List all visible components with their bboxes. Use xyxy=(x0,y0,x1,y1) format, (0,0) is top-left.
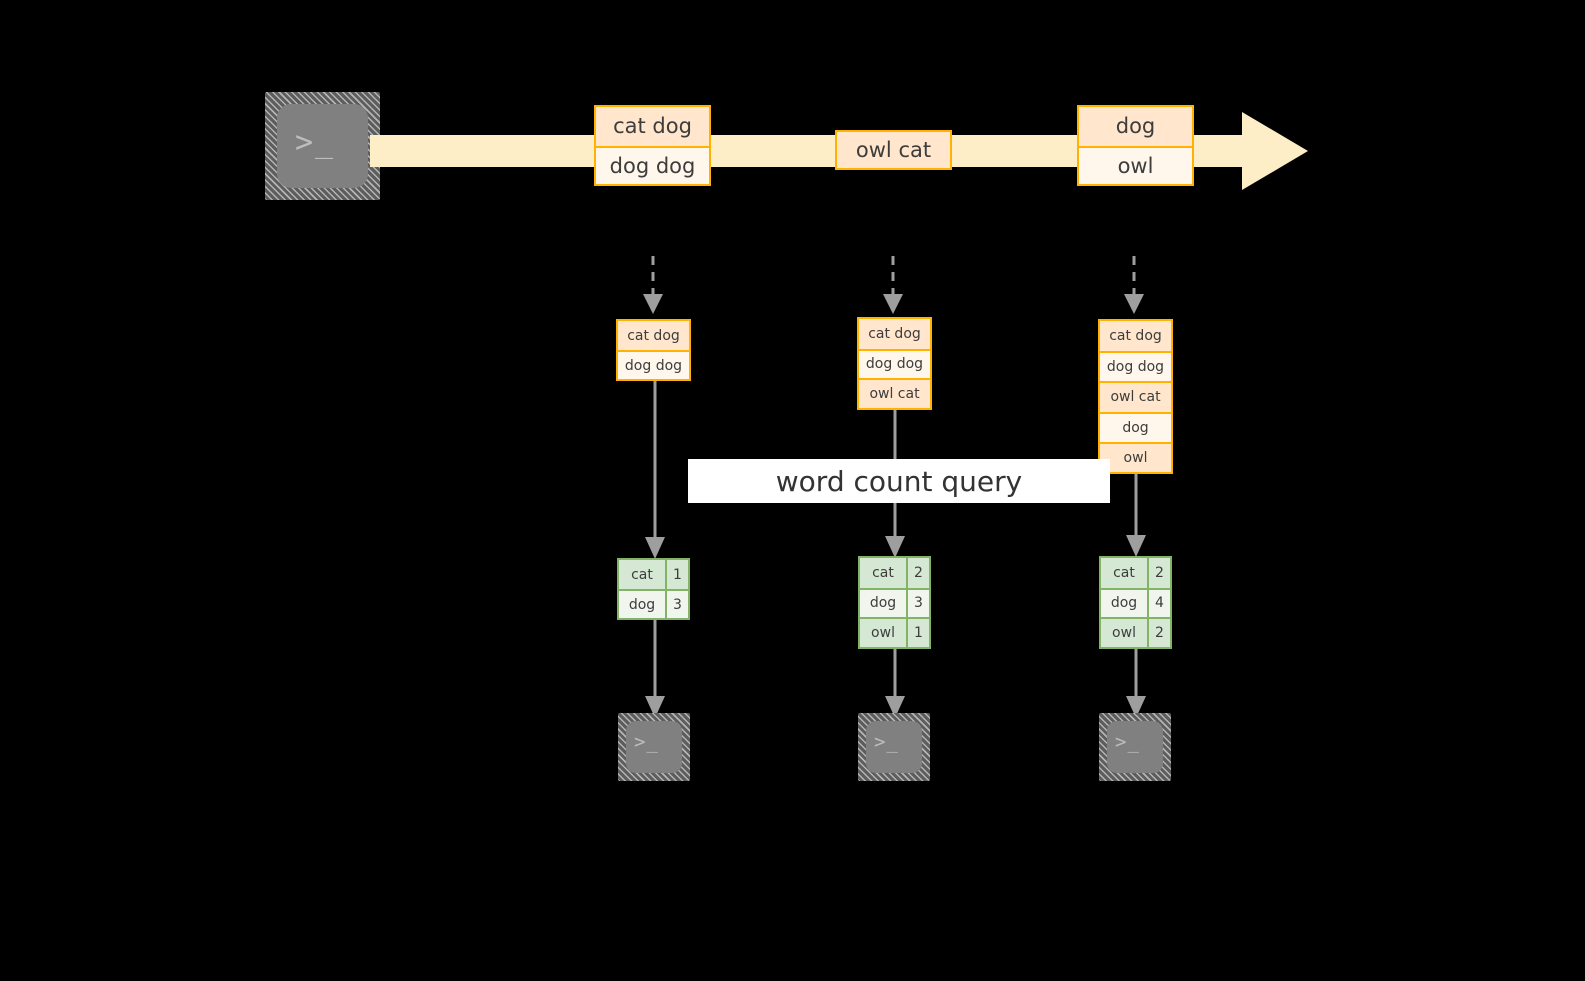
result-word-cell: cat xyxy=(860,558,908,588)
result-word-cell: owl xyxy=(1101,619,1149,647)
stream-event-line: dog xyxy=(1079,107,1192,146)
table-row: cat 2 xyxy=(1101,558,1170,588)
terminal-face xyxy=(277,104,368,188)
terminal-face xyxy=(626,721,682,773)
result-count-cell: 1 xyxy=(667,560,688,589)
result-count-cell: 2 xyxy=(908,558,929,588)
snapshot-1-result-table: cat 1 dog 3 xyxy=(617,558,690,620)
snapshot-3-inbound-dashed-arrow-icon xyxy=(1124,256,1144,314)
snapshot-1-sink-terminal-icon: >_ xyxy=(618,713,690,781)
buffer-line: cat dog xyxy=(1100,321,1171,352)
source-terminal-icon: >_ xyxy=(265,92,380,200)
result-word-cell: cat xyxy=(1101,558,1149,588)
terminal-prompt-glyph: >_ xyxy=(1115,731,1140,753)
buffer-line: dog dog xyxy=(859,348,930,379)
terminal-prompt-glyph: >_ xyxy=(295,125,336,160)
snapshot-1-inbound-dashed-arrow-icon xyxy=(643,256,663,314)
buffer-line: owl cat xyxy=(859,378,930,408)
table-row: cat 1 xyxy=(619,560,688,589)
snapshot-2-inbound-dashed-arrow-icon xyxy=(883,256,903,314)
result-word-cell: dog xyxy=(860,589,908,618)
terminal-face xyxy=(866,721,922,773)
result-count-cell: 1 xyxy=(908,619,929,647)
query-label: word count query xyxy=(688,459,1110,503)
result-count-cell: 4 xyxy=(1149,589,1170,618)
terminal-prompt-glyph: >_ xyxy=(874,731,899,753)
terminal-face xyxy=(1107,721,1163,773)
buffer-line: cat dog xyxy=(859,319,930,349)
stream-event-box: cat dog dog dog xyxy=(594,105,711,186)
result-count-cell: 3 xyxy=(908,589,929,618)
snapshot-2-sink-arrow-icon xyxy=(885,649,905,718)
snapshot-1-sink-arrow-icon xyxy=(645,620,665,718)
snapshot-1-query-arrow-icon xyxy=(645,381,665,559)
result-word-cell: dog xyxy=(619,591,667,618)
buffer-line: owl xyxy=(1100,441,1171,472)
result-word-cell: dog xyxy=(1101,589,1149,618)
result-word-cell: cat xyxy=(619,560,667,589)
table-row: owl 1 xyxy=(860,617,929,647)
stream-event-line: owl cat xyxy=(837,132,950,168)
table-row: cat 2 xyxy=(860,558,929,588)
stream-event-line: owl xyxy=(1079,145,1192,184)
snapshot-3-sink-arrow-icon xyxy=(1126,649,1146,718)
table-row: dog 3 xyxy=(860,587,929,618)
snapshot-3-query-arrow-icon xyxy=(1126,474,1146,557)
result-count-cell: 2 xyxy=(1149,619,1170,647)
snapshot-2-sink-terminal-icon: >_ xyxy=(858,713,930,781)
snapshot-1-buffer-box: cat dog dog dog xyxy=(616,319,691,381)
buffer-line: dog xyxy=(1100,411,1171,442)
snapshot-3-buffer-box: cat dog dog dog owl cat dog owl xyxy=(1098,319,1173,474)
table-row: owl 2 xyxy=(1101,617,1170,647)
buffer-line: dog dog xyxy=(1100,351,1171,382)
table-row: dog 4 xyxy=(1101,587,1170,618)
stream-event-box: dog owl xyxy=(1077,105,1194,186)
result-count-cell: 3 xyxy=(667,591,688,618)
snapshot-2-result-table: cat 2 dog 3 owl 1 xyxy=(858,556,931,649)
snapshot-2-buffer-box: cat dog dog dog owl cat xyxy=(857,317,932,410)
buffer-line: dog dog xyxy=(618,350,689,379)
result-count-cell: 2 xyxy=(1149,558,1170,588)
stream-event-box: owl cat xyxy=(835,130,952,170)
result-word-cell: owl xyxy=(860,619,908,647)
buffer-line: owl cat xyxy=(1100,381,1171,412)
snapshot-3-sink-terminal-icon: >_ xyxy=(1099,713,1171,781)
snapshot-3-result-table: cat 2 dog 4 owl 2 xyxy=(1099,556,1172,649)
terminal-prompt-glyph: >_ xyxy=(634,731,659,753)
table-row: dog 3 xyxy=(619,589,688,618)
buffer-line: cat dog xyxy=(618,321,689,350)
stream-event-line: cat dog xyxy=(596,107,709,146)
stream-event-line: dog dog xyxy=(596,145,709,184)
